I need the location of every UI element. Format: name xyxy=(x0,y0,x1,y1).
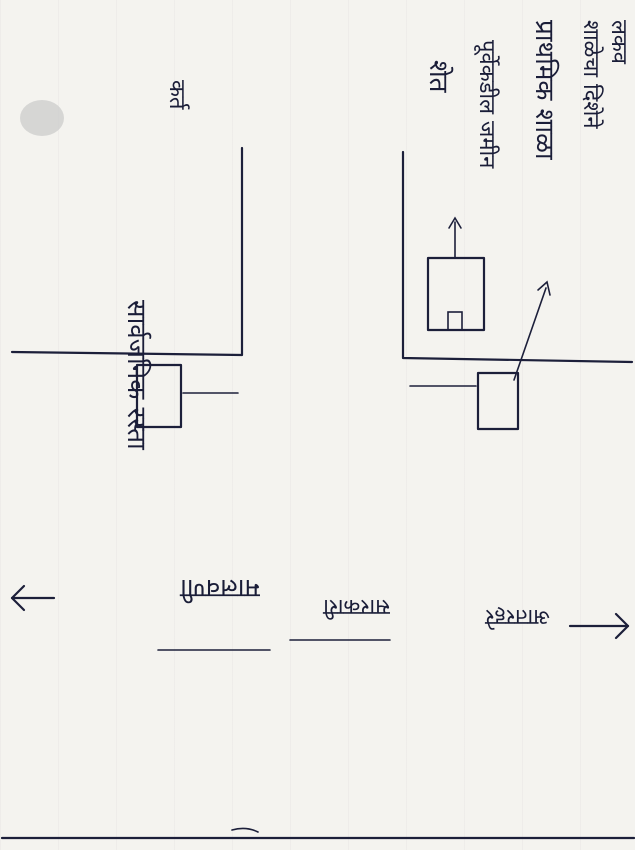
label-bottom-c: आतरहरे xyxy=(484,604,550,630)
paper-stain xyxy=(20,100,64,136)
label-road: सार्वजनिक रस्ता xyxy=(121,300,152,451)
left-plot-boundary xyxy=(10,146,244,357)
right-arrow-head xyxy=(614,612,630,640)
school-pointer-head xyxy=(537,280,551,296)
label-school-2: शाळेचा दिशेने xyxy=(578,20,604,129)
left-arrow-head xyxy=(10,584,26,612)
label-bottom-a: मालवणी xyxy=(179,573,260,604)
label-bottom-b: सारकारी xyxy=(323,594,390,620)
label-field-owner: पूर्वेकडील जमीन xyxy=(473,40,500,169)
right-plot-boundary xyxy=(401,150,634,364)
bottom-mark xyxy=(231,827,259,833)
label-top-b: कर्त xyxy=(164,80,190,110)
label-school-3: लकव xyxy=(606,20,631,65)
label-field: शेत xyxy=(423,60,454,94)
house-arrow-head xyxy=(448,216,462,229)
house-box xyxy=(426,256,486,332)
house-door xyxy=(447,311,463,331)
school-pointer-line xyxy=(513,287,547,381)
right-structure-box xyxy=(476,371,520,431)
left-structure-box xyxy=(135,363,183,429)
label-school: प्राथमिक शाळा xyxy=(529,20,560,161)
